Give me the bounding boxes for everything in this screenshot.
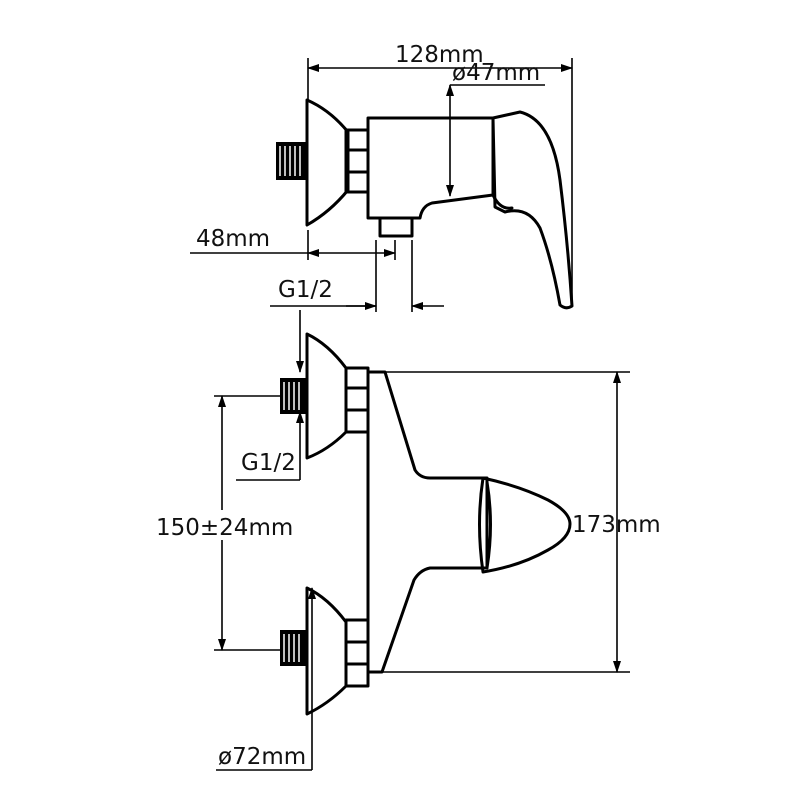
front-lower-flange	[305, 586, 348, 716]
front-valve-body	[366, 370, 489, 674]
side-flange	[305, 98, 350, 227]
side-inlet-thread	[276, 142, 306, 180]
side-body-diameter-label: ø47mm	[452, 60, 540, 86]
front-upper-hex-nut	[344, 366, 370, 434]
front-lower-hex-nut	[344, 618, 370, 688]
side-outlet-thread-label: G1/2	[278, 277, 333, 303]
front-center-distance-label: 150±24mm	[156, 515, 293, 541]
front-upper-flange	[305, 332, 348, 460]
side-valve-body	[366, 116, 495, 220]
front-view: 173mm 150±24mm G1/2 ø72mm	[150, 310, 661, 771]
front-height-label: 173mm	[572, 512, 661, 538]
front-inlet-thread-label: G1/2	[241, 450, 296, 476]
front-flange-diameter-label: ø72mm	[218, 744, 306, 770]
side-outlet	[378, 216, 414, 238]
side-offset-label: 48mm	[196, 226, 270, 252]
side-width-label: 128mm	[395, 42, 484, 68]
side-view: 128mm ø47mm 48mm G1/2	[190, 42, 574, 312]
side-lever-handle	[491, 110, 574, 310]
front-lever-handle	[478, 476, 572, 574]
